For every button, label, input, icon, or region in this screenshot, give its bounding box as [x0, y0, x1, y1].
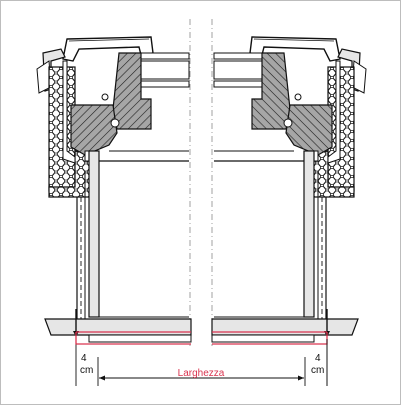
right-dim-value: 4	[315, 353, 321, 364]
left-dim-value: 4	[81, 353, 87, 364]
width-label: Larghezza	[178, 368, 225, 379]
right-section-half	[211, 36, 367, 387]
center-break-lines	[189, 19, 213, 346]
left-dim-unit: cm	[80, 365, 93, 376]
right-dim-unit: cm	[311, 365, 324, 376]
width-dimension	[97, 339, 328, 386]
left-section-half	[36, 36, 192, 386]
